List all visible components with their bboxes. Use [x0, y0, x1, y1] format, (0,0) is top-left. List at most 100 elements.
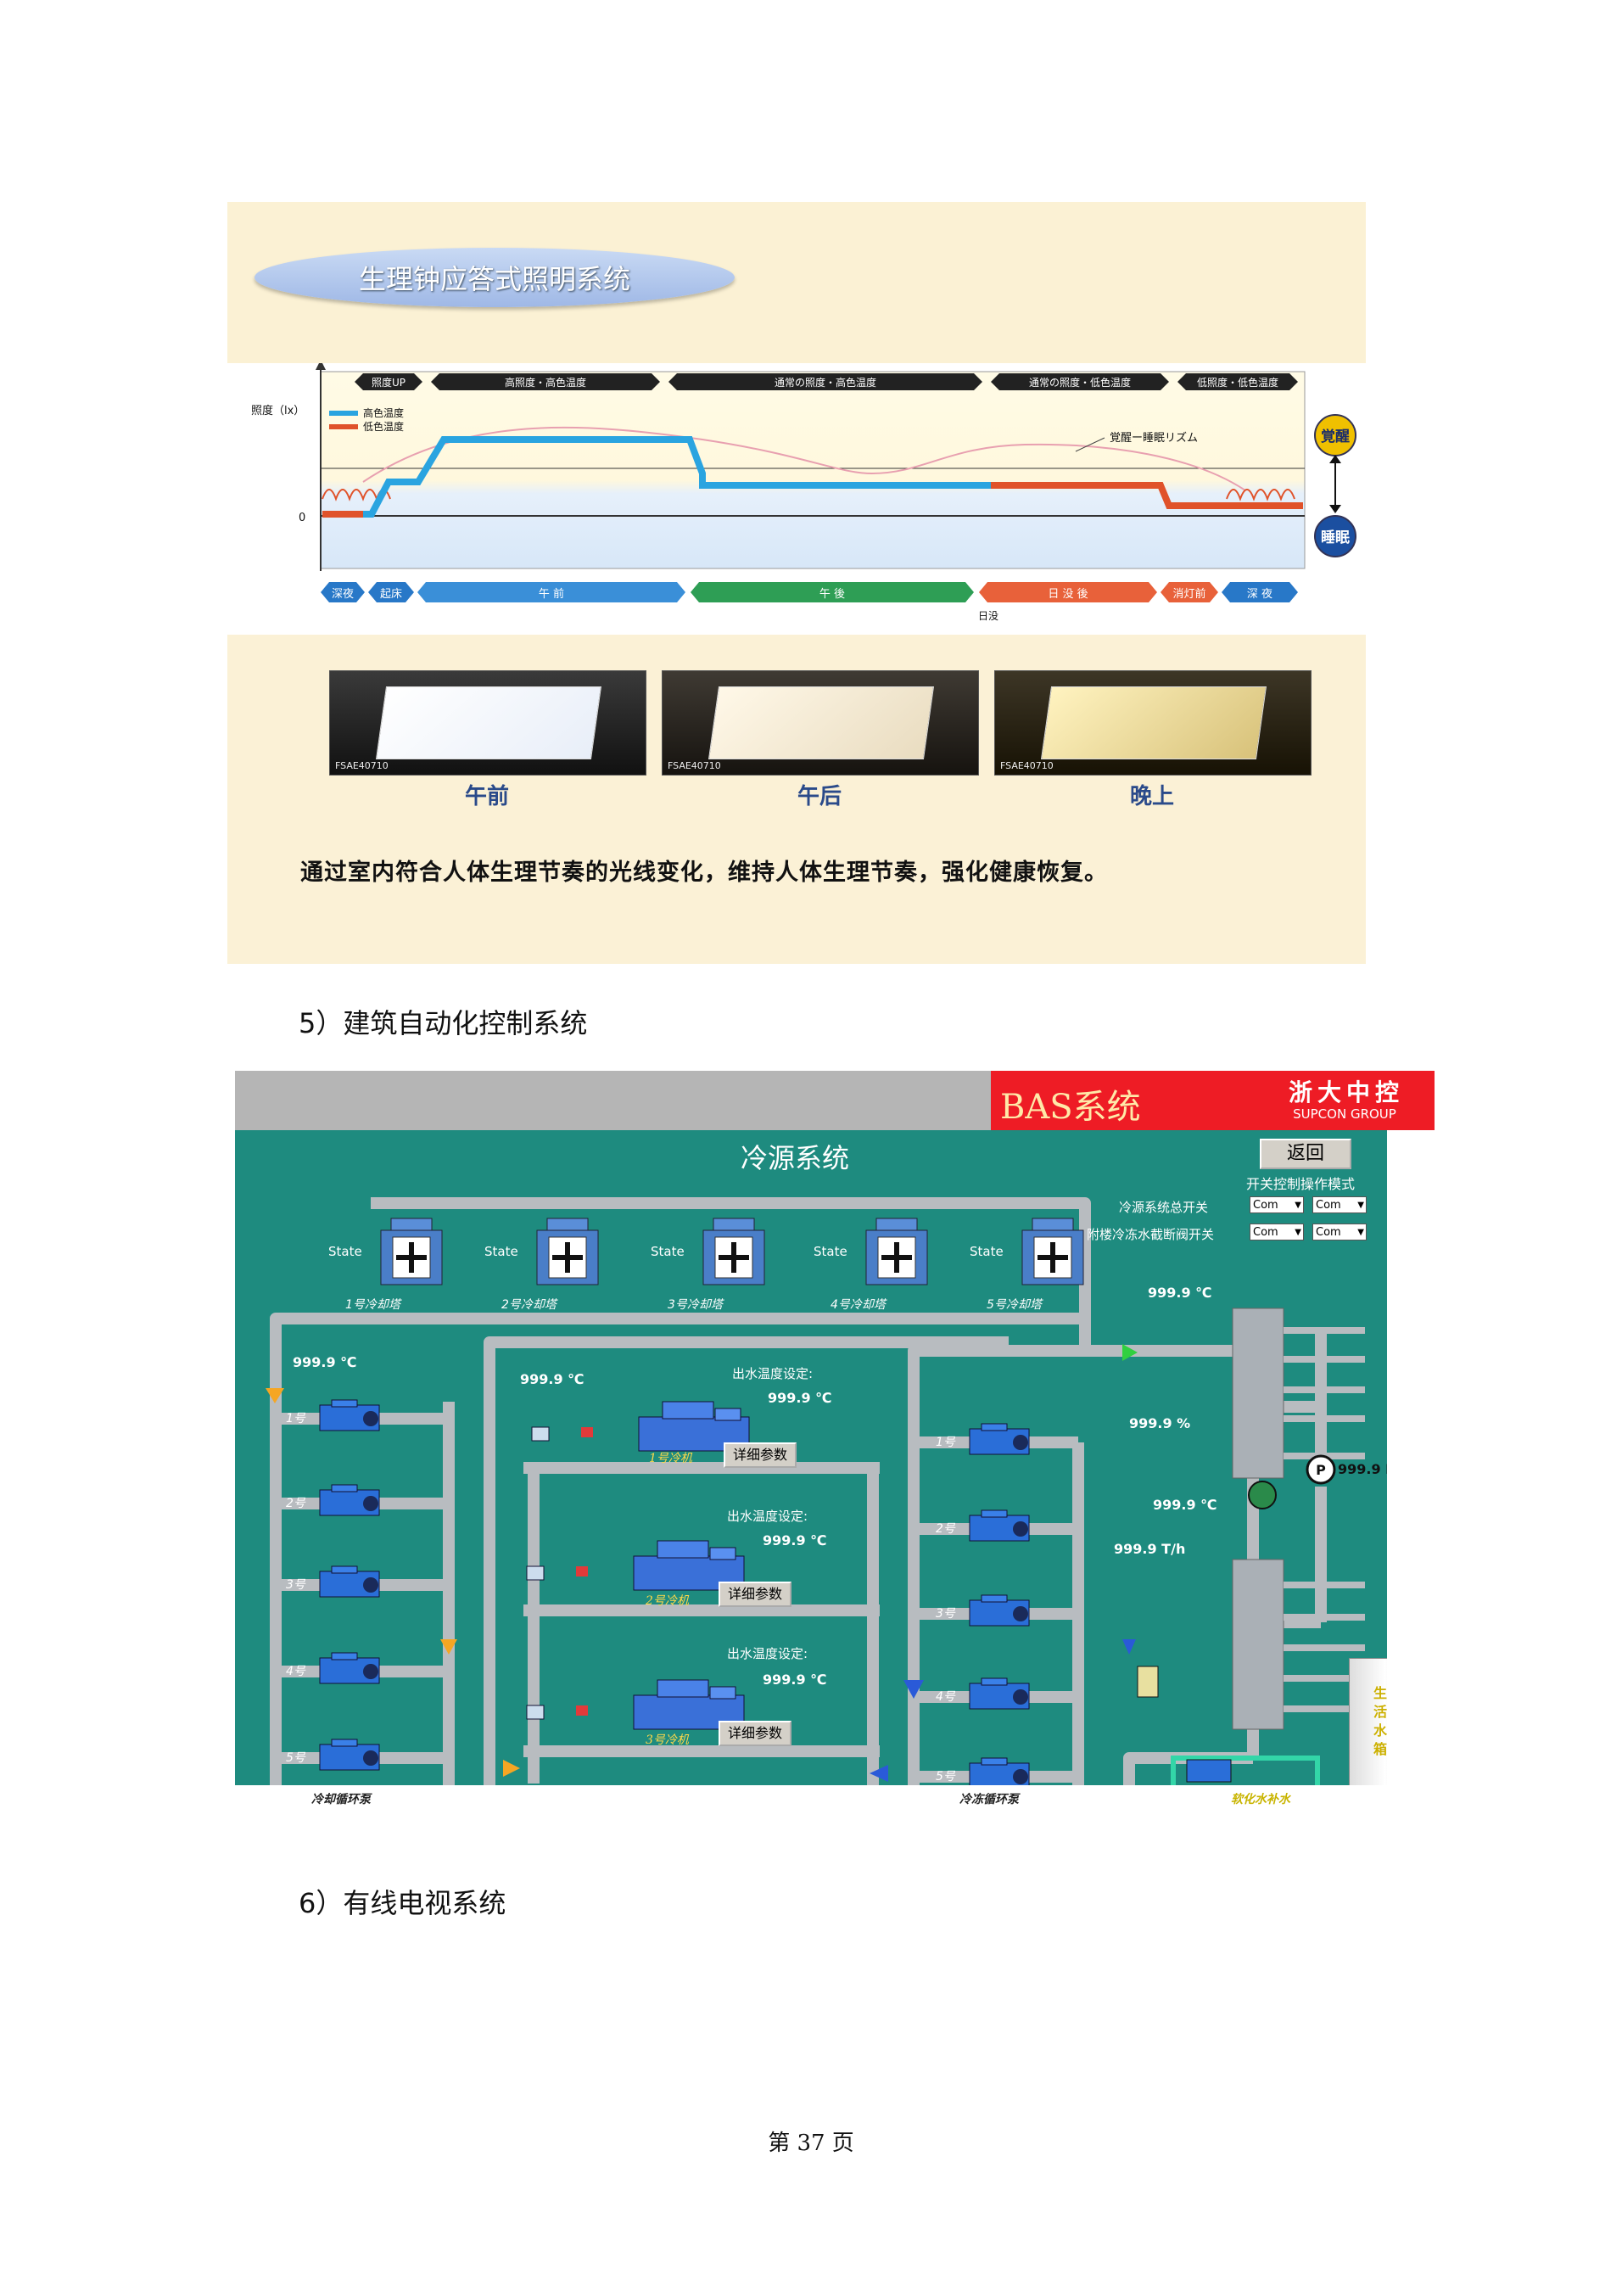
chiller[interactable] [526, 1679, 745, 1730]
section-heading-6: 6）有线电视系统 [299, 1887, 506, 1919]
chiller-2-name: 2号冷机 [646, 1594, 689, 1608]
footer-softened-water: 软化水补水 [1231, 1793, 1290, 1806]
pump-label: 4号 [936, 1690, 956, 1704]
tower-name: 5号冷却塔 [987, 1298, 1043, 1312]
rhythm-label: 覚醒ー睡眠リズム [1110, 431, 1198, 445]
photo-code: FSAE40710 [335, 760, 389, 771]
mode-label: 开关控制操作模式 [1246, 1176, 1356, 1192]
high-color-line [322, 436, 991, 518]
percent-value: 999.9 % [1129, 1415, 1191, 1431]
ctl-cutoff-valve-select-b[interactable]: Com [1312, 1224, 1367, 1241]
pump-label: 2号 [936, 1522, 956, 1536]
pump-label: 3号 [286, 1578, 306, 1592]
bas-screen-title: 冷源系统 [741, 1142, 850, 1174]
header-segment: 通常の照度・低色温度 [991, 373, 1169, 390]
chiller[interactable] [526, 1540, 745, 1591]
sleep-badge [1314, 515, 1356, 557]
timeline-segment: 起床 [368, 582, 414, 602]
bas-screen: BAS系统 浙大中控 SUPCON GROUP [235, 1071, 1435, 1811]
chiller-3-details-button[interactable]: 详细参数 [719, 1721, 791, 1746]
bas-top-banner [235, 1071, 998, 1130]
tower-state: State [814, 1244, 847, 1259]
tower-name: 1号冷却塔 [345, 1298, 402, 1312]
ctl-cutoff-valve-label: 附楼冷冻水截断阀开关 [1087, 1227, 1215, 1242]
svg-text:通常の照度・低色温度: 通常の照度・低色温度 [1029, 376, 1131, 389]
svg-text:照度UP: 照度UP [372, 376, 406, 389]
pump-label: 4号 [286, 1665, 306, 1678]
pump-label: 3号 [936, 1607, 956, 1621]
pump[interactable]: 2号 [286, 1484, 380, 1516]
ctl-master-switch-select-b[interactable]: Com [1312, 1196, 1367, 1214]
pump[interactable]: 2号 [936, 1509, 1030, 1542]
pressure-value: 999.9 KPa [1338, 1461, 1387, 1477]
legend-high-swatch [329, 411, 358, 416]
pump-label: 5号 [286, 1751, 306, 1765]
sleep-label: 睡眠 [1321, 529, 1350, 546]
soft-pump-1[interactable] [1186, 1759, 1232, 1783]
timeline-segment: 深夜 [321, 582, 365, 602]
sleep-wave-right [1226, 489, 1295, 501]
legend-low: 低色温度 [363, 420, 404, 433]
pump[interactable]: 3号 [286, 1565, 380, 1598]
ctl-cutoff-valve-select-a[interactable]: Com [1250, 1224, 1304, 1241]
pump[interactable]: 4号 [286, 1652, 380, 1684]
tower-name: 3号冷却塔 [668, 1298, 724, 1312]
pump[interactable]: 1号 [936, 1423, 1030, 1455]
photo-code: FSAE40710 [668, 760, 721, 771]
back-button[interactable]: 返回 [1260, 1139, 1351, 1169]
temp-value: 999.9 ℃ [520, 1371, 584, 1387]
tower-state: State [651, 1244, 685, 1259]
svg-text:日 没 後: 日 没 後 [1048, 588, 1088, 601]
chiller[interactable] [531, 1401, 750, 1452]
svg-text:起床: 起床 [380, 588, 402, 601]
bas-piping-diagram: State1号冷却塔State2号冷却塔State3号冷却塔State4号冷却塔… [266, 1197, 1365, 1785]
pump[interactable]: 4号 [936, 1677, 1030, 1710]
pump-label: 2号 [286, 1497, 306, 1510]
svg-text:午 前: 午 前 [539, 587, 564, 601]
timeline-segment: 消灯前 [1161, 582, 1218, 602]
svg-text:深 夜: 深 夜 [1247, 588, 1272, 601]
domestic-water-tank: 生活水箱 [1349, 1658, 1387, 1785]
tower-name: 2号冷却塔 [501, 1298, 558, 1312]
svg-text:高照度・高色温度: 高照度・高色温度 [505, 376, 586, 389]
chiller-1-details-button[interactable]: 详细参数 [724, 1442, 797, 1468]
temp-value: 999.9 ℃ [1153, 1497, 1217, 1513]
control-valve-icon[interactable] [1248, 1481, 1277, 1509]
footer-cooling-pumps: 冷却循环泵 [311, 1793, 371, 1806]
section-heading-5: 5）建筑自动化控制系统 [299, 1007, 588, 1039]
bas-title: BAS系统 [1000, 1088, 1141, 1127]
tank-label: 生活水箱 [1373, 1685, 1387, 1757]
chiller-3-setpoint: 999.9 ℃ [763, 1672, 827, 1688]
low-color-line [991, 482, 1303, 509]
sunset-label: 日没 [978, 609, 998, 622]
pump[interactable]: 5号 [936, 1757, 1030, 1785]
bas-brand-en: SUPCON GROUP [1293, 1106, 1396, 1122]
chiller-3-name: 3号冷机 [646, 1733, 689, 1747]
photo-label: 晚上 [1129, 784, 1174, 809]
photo-code: FSAE40710 [1000, 760, 1054, 771]
svg-text:午 後: 午 後 [819, 588, 845, 601]
chiller-2-details-button[interactable]: 详细参数 [719, 1582, 791, 1607]
flow-meter-icon [1137, 1666, 1159, 1698]
pump[interactable]: 5号 [286, 1739, 380, 1771]
chiller-2-setpoint: 999.9 ℃ [763, 1532, 827, 1548]
temp-value: 999.9 ℃ [293, 1354, 357, 1370]
lighting-caption: 通过室内符合人体生理节奏的光线变化，维持人体生理节奏，强化健康恢复。 [300, 860, 1108, 886]
pump[interactable]: 3号 [936, 1594, 1030, 1627]
pump-label: 1号 [936, 1436, 956, 1449]
ctl-master-switch-select-a[interactable]: Com [1250, 1196, 1304, 1214]
temp-value: 999.9 ℃ [1148, 1285, 1212, 1301]
ctl-master-switch-label: 冷源系统总开关 [1119, 1200, 1209, 1215]
cooling-tower[interactable]: State 3号冷却塔 [651, 1218, 765, 1312]
chiller-3-setpoint-label: 出水温度设定: [727, 1646, 808, 1661]
lighting-figure-header: 生理钟应答式照明系统 [227, 202, 1366, 363]
pump[interactable]: 1号 [286, 1399, 380, 1431]
